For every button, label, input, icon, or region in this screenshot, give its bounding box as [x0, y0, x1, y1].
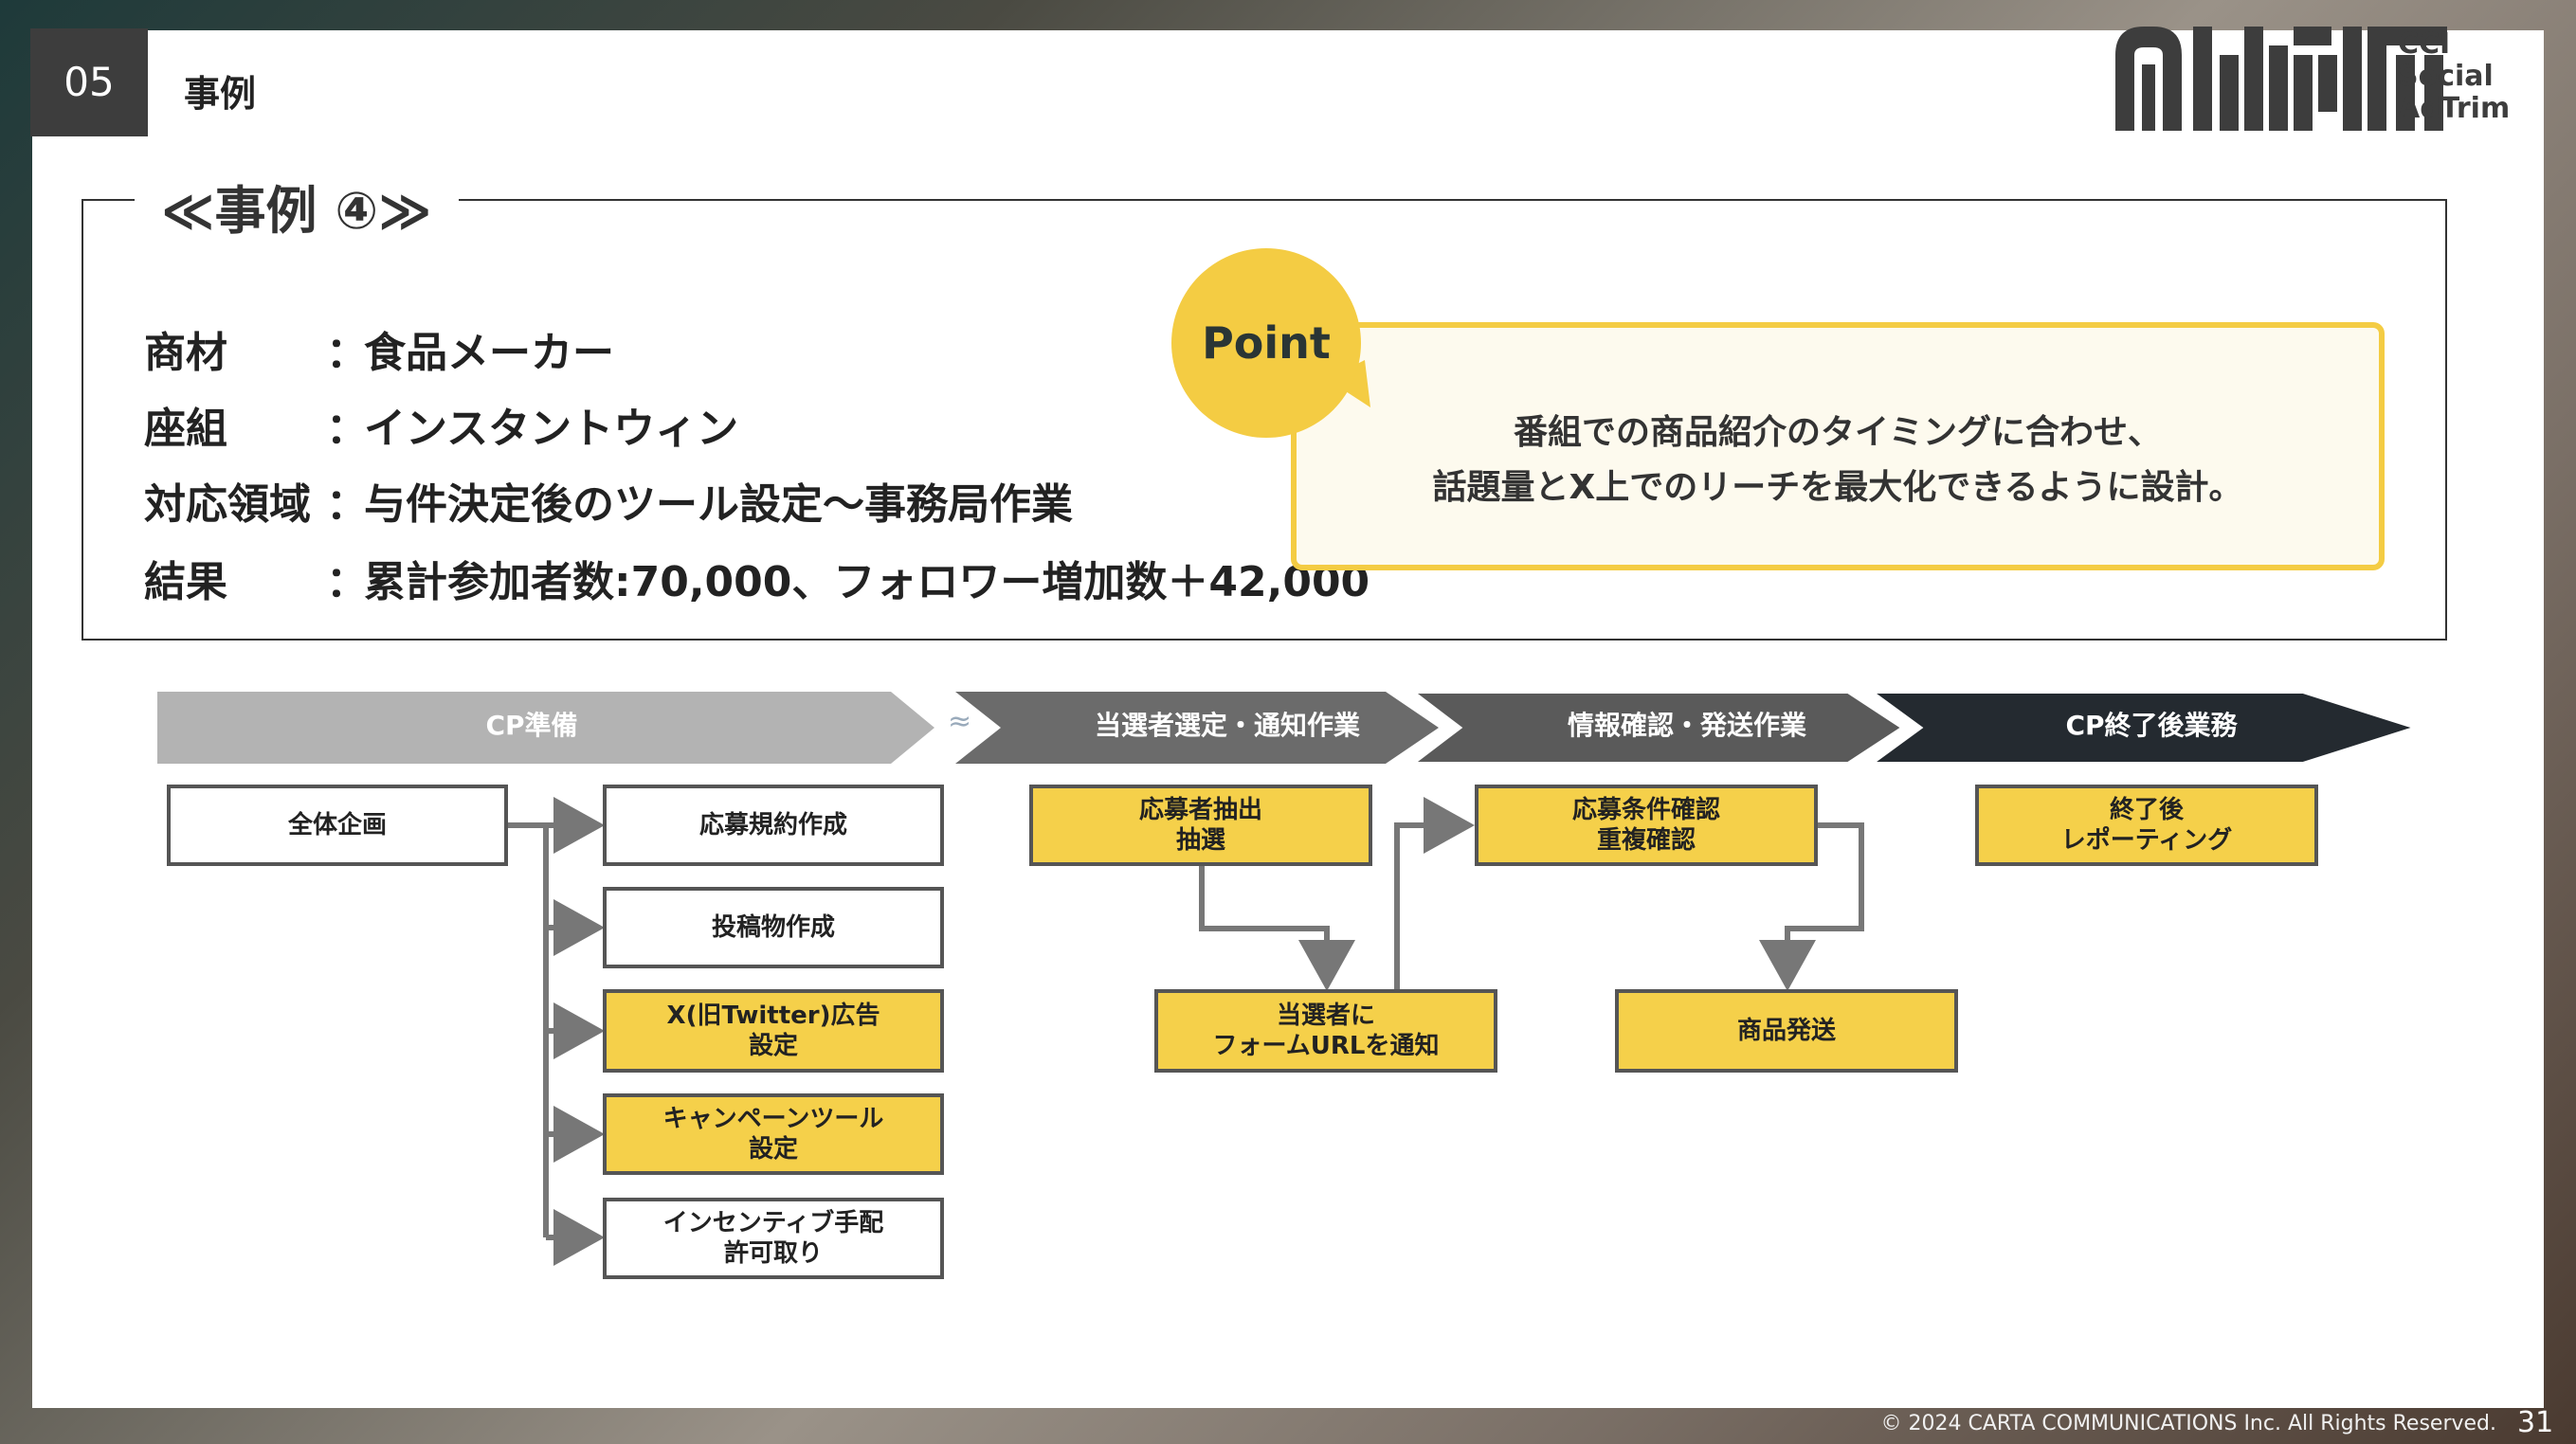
box-notify: 当選者に フォームURLを通知	[1154, 989, 1497, 1073]
box-overall-plan: 全体企画	[167, 785, 508, 866]
connector-extract-notify	[1199, 864, 1355, 991]
logo-line-3: AdTrim	[2398, 92, 2511, 125]
info-label: 商材	[144, 329, 227, 377]
point-line-2: 話題量とX上でのリーチを最大化できるように設計。	[1432, 468, 2243, 507]
connector-notify-verify	[1394, 797, 1475, 991]
box-verify: 応募条件確認 重複確認	[1475, 785, 1818, 866]
box-campaign-tool: キャンペーンツール 設定	[603, 1093, 944, 1175]
phase-arrow-1	[157, 692, 934, 764]
copyright: © 2024 CARTA COMMUNICATIONS Inc. All Rig…	[1880, 1412, 2496, 1435]
info-colon: ：	[326, 329, 368, 377]
info-value: 累計参加者数:70,000、フォロワー増加数＋42,000	[364, 558, 1370, 606]
box-posts: 投稿物作成	[603, 887, 944, 968]
adtrim-logo-icon	[2115, 27, 2447, 131]
phase-arrow-3	[1406, 690, 1907, 766]
box-extract: 応募者抽出 抽選	[1029, 785, 1372, 866]
case-title: ≪事例 ④≫	[135, 169, 459, 244]
box-incentive: インセンティブ手配 許可取り	[603, 1198, 944, 1279]
phase-arrow-2	[955, 692, 1439, 764]
point-badge: Point	[1171, 248, 1361, 438]
box-ship: 商品発送	[1615, 989, 1958, 1073]
info-row-scheme: 座組 ：インスタントウィン	[144, 394, 738, 455]
info-row-scope: 対応領域 ：与件決定後のツール設定～事務局作業	[144, 470, 1073, 531]
info-label: 対応領域	[144, 480, 311, 529]
info-colon: ：	[326, 480, 368, 529]
box-x-ads: X(旧Twitter)広告 設定	[603, 989, 944, 1073]
phase-label-winner: 当選者選定・通知作業	[1094, 710, 1360, 741]
phase-label-shipping: 情報確認・発送作業	[1567, 710, 1806, 741]
section-title: 事例	[184, 73, 257, 115]
info-row-result: 結果 ：累計参加者数:70,000、フォロワー増加数＋42,000	[144, 548, 1370, 608]
phase-label-post: CP終了後業務	[2065, 710, 2238, 741]
box-report: 終了後 レポーティング	[1975, 785, 2318, 866]
info-row-product: 商材 ：食品メーカー	[144, 318, 614, 379]
phase-label-prep: CP準備	[485, 710, 578, 741]
logo-line-2: Social	[2398, 60, 2494, 93]
connector-verify-ship	[1759, 822, 1864, 991]
phase-arrow-4	[1864, 690, 2423, 766]
point-box	[1291, 322, 2385, 570]
logo-text: CCI Social AdTrim	[2398, 28, 2510, 125]
info-label: 結果	[144, 558, 227, 606]
info-value: 与件決定後のツール設定～事務局作業	[364, 480, 1073, 529]
info-value: インスタントウィン	[364, 405, 739, 453]
info-label: 座組	[144, 405, 227, 453]
info-colon: ：	[326, 558, 368, 606]
info-value: 食品メーカー	[364, 329, 614, 377]
logo-line-1: CCI	[2398, 27, 2451, 61]
case-summary-box	[82, 199, 2447, 641]
point-text: 番組での商品紹介のタイミングに合わせ、 話題量とX上でのリーチを最大化できるよう…	[1291, 406, 2385, 515]
point-line-1: 番組での商品紹介のタイミングに合わせ、	[1513, 413, 2162, 452]
section-number: 05	[30, 28, 148, 136]
phase-separator-icon: ≈	[948, 705, 972, 738]
info-colon: ：	[326, 405, 368, 453]
box-rules: 応募規約作成	[603, 785, 944, 866]
page-number: 31	[2517, 1406, 2554, 1439]
